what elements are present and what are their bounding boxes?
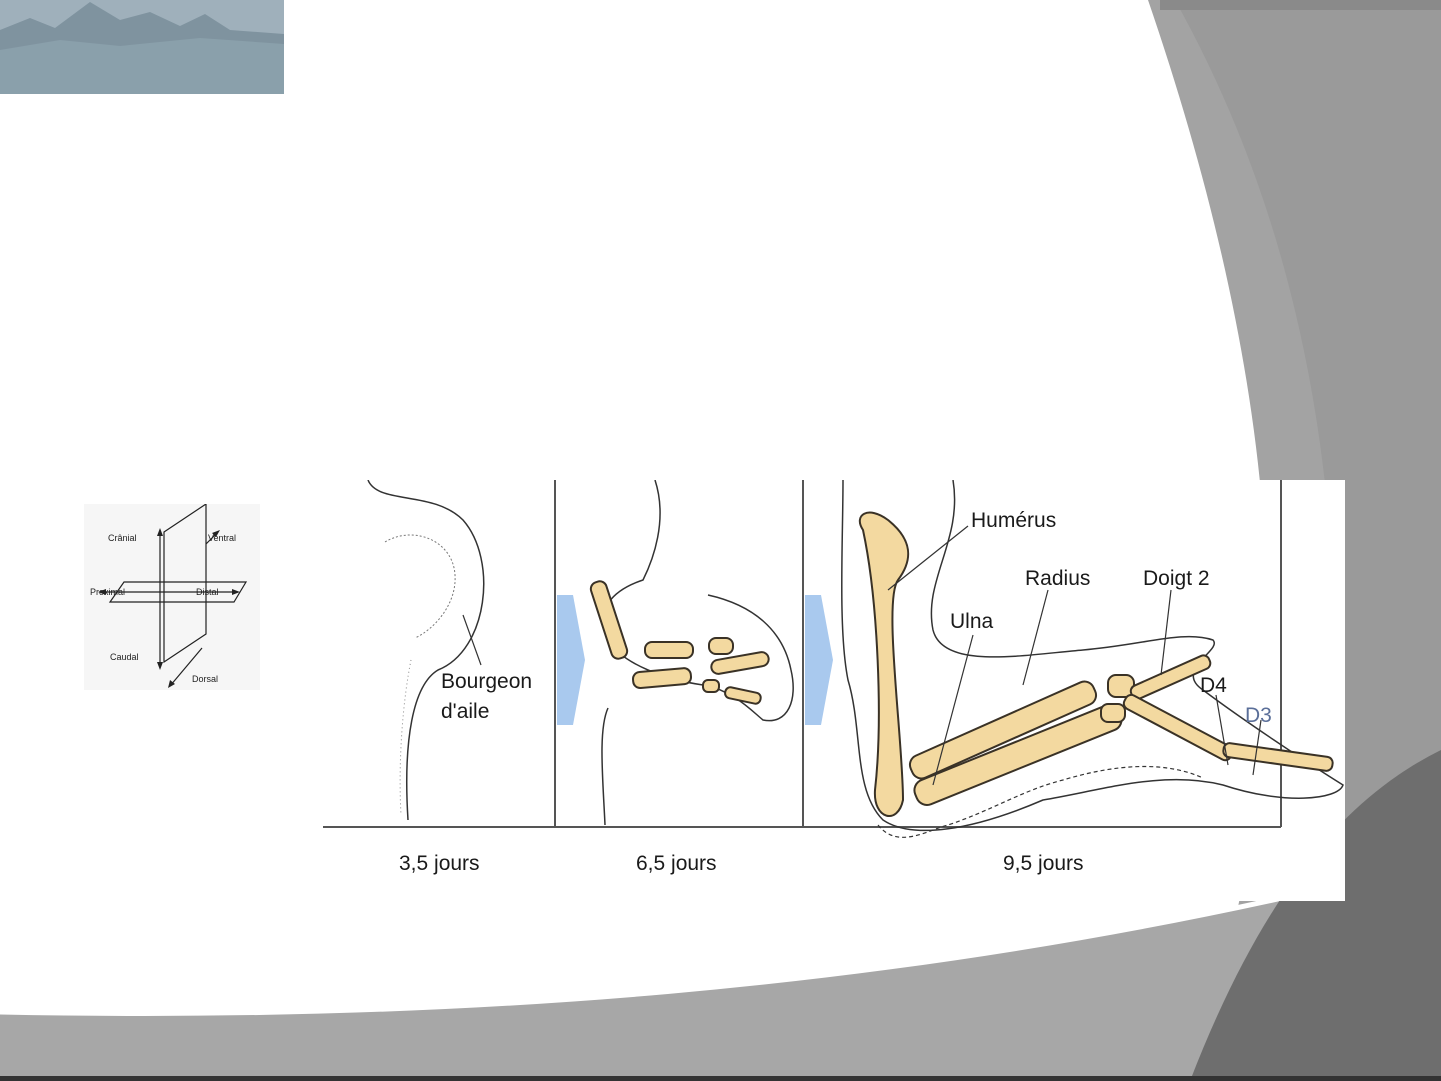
header-mountain-image xyxy=(0,0,284,94)
stage-label-9-5: 9,5 jours xyxy=(1003,852,1084,875)
d4-label: D4 xyxy=(1200,674,1227,697)
digit2-label: Doigt 2 xyxy=(1143,567,1210,590)
carpal-2 xyxy=(1101,704,1125,722)
proximal-label: Proximal xyxy=(90,587,125,597)
bone-4 xyxy=(709,638,733,654)
bud-label-line2: d'aile xyxy=(441,700,489,723)
bone-6 xyxy=(703,680,719,692)
cranial-label: Crânial xyxy=(108,533,137,543)
stage-label-6-5: 6,5 jours xyxy=(636,852,717,875)
stage-label-3-5: 3,5 jours xyxy=(399,852,480,875)
radius-label: Radius xyxy=(1025,567,1090,590)
bud-label-line1: Bourgeon xyxy=(441,670,532,693)
top-right-bar xyxy=(1160,0,1441,10)
dorsal-label: Dorsal xyxy=(192,674,218,684)
bone-2 xyxy=(645,642,693,658)
distal-label: Distal xyxy=(196,587,219,597)
orientation-diagram: Crânial Ventral Proximal Distal Caudal D… xyxy=(84,504,260,690)
caudal-label: Caudal xyxy=(110,652,139,662)
d3-label: D3 xyxy=(1245,704,1272,727)
carpal-1 xyxy=(1108,675,1134,697)
ventral-label: Ventral xyxy=(208,533,236,543)
bottom-line xyxy=(0,1076,1441,1081)
wing-development-figure: Bourgeon d'aile xyxy=(323,480,1345,901)
ulna-label: Ulna xyxy=(950,610,994,633)
humerus-label: Humérus xyxy=(971,509,1056,532)
